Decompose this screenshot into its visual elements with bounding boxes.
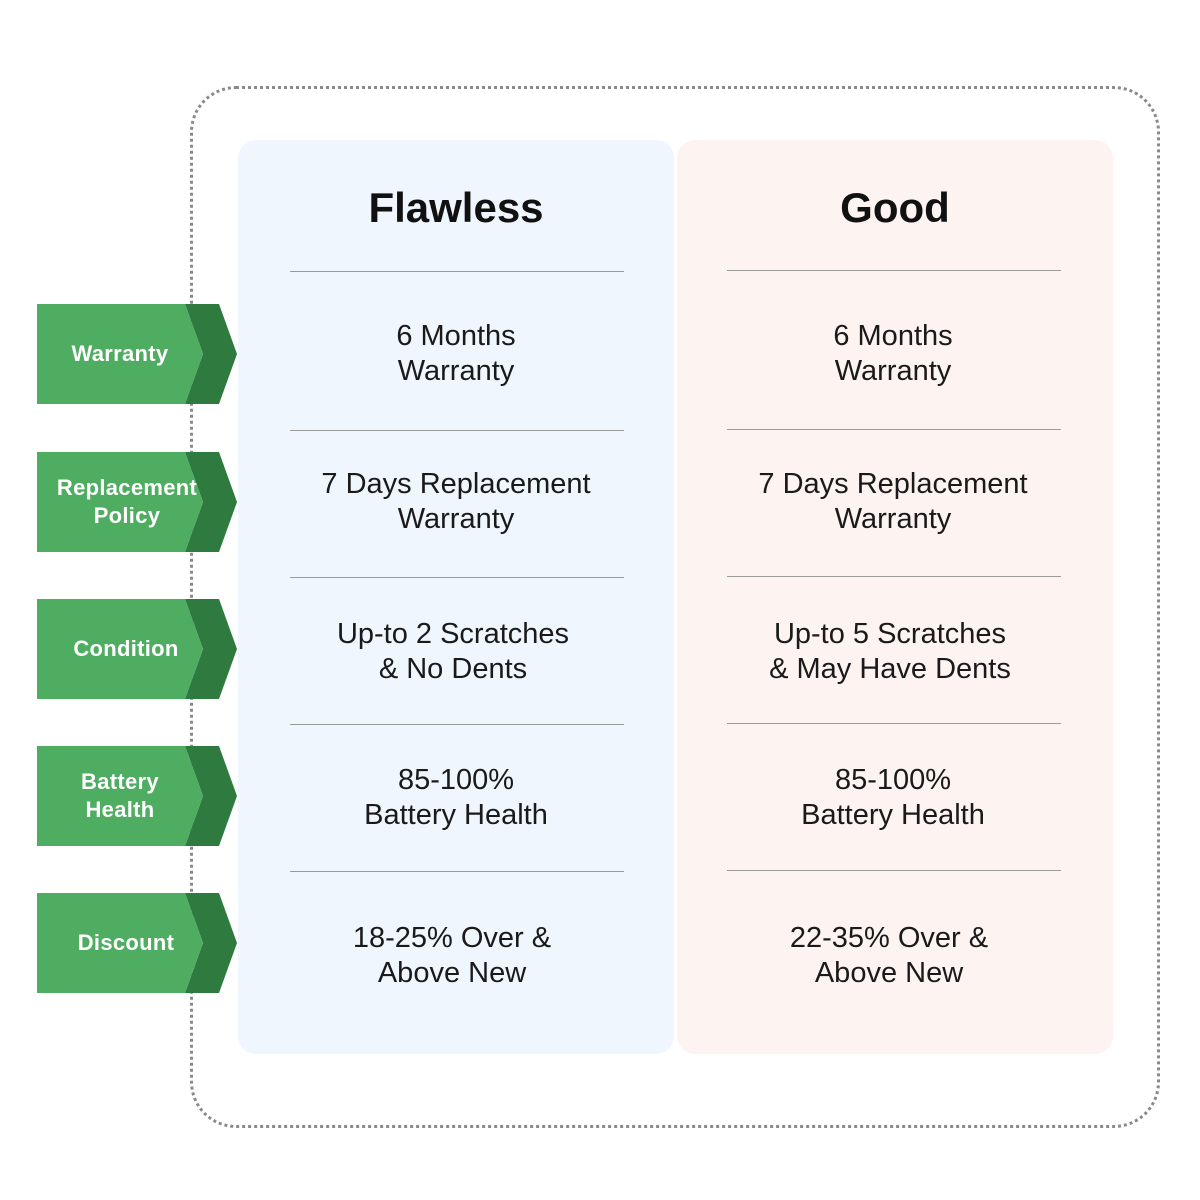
flawless-warranty-cell: 6 Months Warranty <box>258 309 654 399</box>
cell-line: 7 Days Replacement <box>758 468 1028 500</box>
good-discount-cell: 22-35% Over & Above New <box>691 911 1087 1001</box>
cell-line: & May Have Dents <box>769 653 1011 685</box>
cell-line: Warranty <box>397 503 515 535</box>
flawless-battery-cell: 85-100% Battery Health <box>258 753 654 843</box>
cell-line: Warranty <box>397 355 515 387</box>
cell-line: 6 Months <box>396 320 516 352</box>
arrow-tag-icon <box>37 599 237 699</box>
good-warranty-cell: 6 Months Warranty <box>695 309 1091 399</box>
good-battery-cell: 85-100% Battery Health <box>695 753 1091 843</box>
arrow-tag-icon <box>37 893 237 993</box>
divider <box>727 870 1061 871</box>
cell-line: Warranty <box>834 503 952 535</box>
flawless-column <box>238 140 674 1054</box>
good-title: Good <box>840 184 950 231</box>
cell-line: 6 Months <box>833 320 953 352</box>
row-label-text: Battery <box>81 769 159 794</box>
cell-line: 85-100% <box>397 764 515 796</box>
divider <box>727 270 1061 271</box>
cell-line: 85-100% <box>834 764 952 796</box>
divider <box>290 577 624 578</box>
cell-line: & No Dents <box>378 653 528 685</box>
arrow-tag-icon <box>37 746 237 846</box>
row-label-battery-health: Battery Health <box>37 746 237 846</box>
divider <box>727 576 1061 577</box>
cell-line: 18-25% Over & <box>352 922 552 954</box>
cell-line: Above New <box>377 957 527 989</box>
flawless-condition-cell: Up-to 2 Scratches & No Dents <box>255 607 651 697</box>
divider <box>290 724 624 725</box>
divider <box>727 723 1061 724</box>
cell-line: 22-35% Over & <box>789 922 989 954</box>
arrow-tag-icon <box>37 304 237 404</box>
cell-line: Warranty <box>834 355 952 387</box>
row-label-text: Replacement <box>56 475 198 500</box>
flawless-replacement-cell: 7 Days Replacement Warranty <box>258 457 654 547</box>
divider <box>290 271 624 272</box>
row-label-text: Warranty <box>71 341 169 366</box>
divider <box>290 871 624 872</box>
row-label-text: Policy <box>93 503 161 528</box>
cell-line: Battery Health <box>364 799 548 831</box>
good-condition-cell: Up-to 5 Scratches & May Have Dents <box>692 607 1088 697</box>
cell-line: Battery Health <box>801 799 985 831</box>
row-label-condition: Condition <box>37 599 237 699</box>
row-label-text: Condition <box>73 636 179 661</box>
divider <box>727 429 1061 430</box>
flawless-discount-cell: 18-25% Over & Above New <box>254 911 650 1001</box>
good-column <box>677 140 1113 1054</box>
flawless-title: Flawless <box>368 184 544 231</box>
arrow-tag-icon <box>37 452 237 552</box>
row-label-text: Discount <box>77 930 175 955</box>
row-label-discount: Discount <box>37 893 237 993</box>
row-label-warranty: Warranty <box>37 304 237 404</box>
cell-line: Up-to 5 Scratches <box>773 618 1007 650</box>
divider <box>290 430 624 431</box>
good-replacement-cell: 7 Days Replacement Warranty <box>695 457 1091 547</box>
cell-line: Up-to 2 Scratches <box>336 618 570 650</box>
row-label-text: Health <box>85 797 155 822</box>
row-label-replacement-policy: Replacement Policy <box>37 452 237 552</box>
cell-line: Above New <box>814 957 964 989</box>
cell-line: 7 Days Replacement <box>321 468 591 500</box>
